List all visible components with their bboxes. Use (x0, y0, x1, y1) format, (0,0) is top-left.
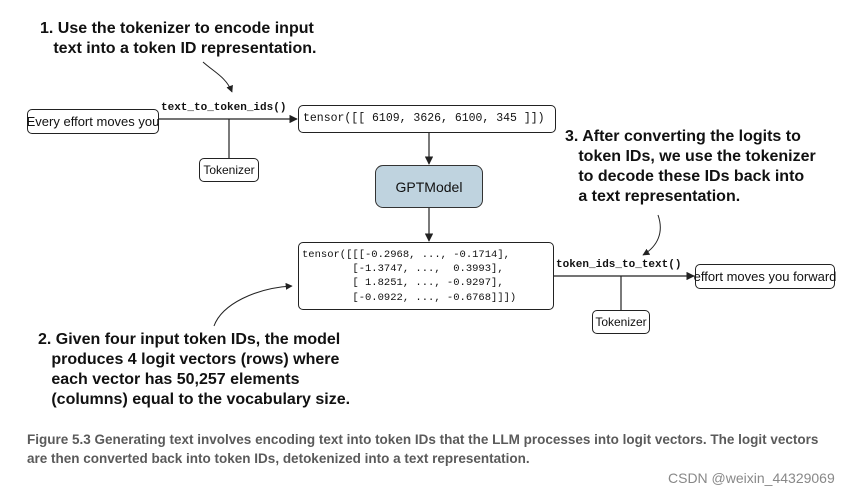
token-ids-tensor-node: tensor([[ 6109, 3626, 6100, 345 ]]) (298, 105, 556, 133)
step3-annotation: 3. After converting the logits to token … (565, 128, 816, 205)
output-text-node: effort moves you forward (694, 264, 836, 289)
step2-annotation: 2. Given four input token IDs, the model… (38, 331, 351, 408)
tokenizer-encode-node: Tokenizer (199, 158, 259, 182)
watermark: CSDN @weixin_44329069 (668, 470, 835, 486)
tokenizer-decode-node: Tokenizer (592, 310, 650, 334)
input-text-node: Every effort moves you (27, 109, 159, 134)
callout-arrow-step2 (213, 282, 293, 327)
decode-function-label: token_ids_to_text() (556, 259, 682, 271)
callout-arrow-step3 (642, 214, 661, 256)
encode-function-label: text_to_token_ids() (161, 102, 287, 114)
figure-caption: Figure 5.3 Generating text involves enco… (27, 432, 819, 466)
gpt-model-node: GPTModel (375, 165, 483, 208)
step1-annotation: 1. Use the tokenizer to encode input tex… (40, 20, 317, 57)
logits-tensor-node: tensor([[[-0.2968, ..., -0.1714], [-1.37… (298, 242, 554, 310)
callout-arrow-step1 (202, 61, 233, 93)
